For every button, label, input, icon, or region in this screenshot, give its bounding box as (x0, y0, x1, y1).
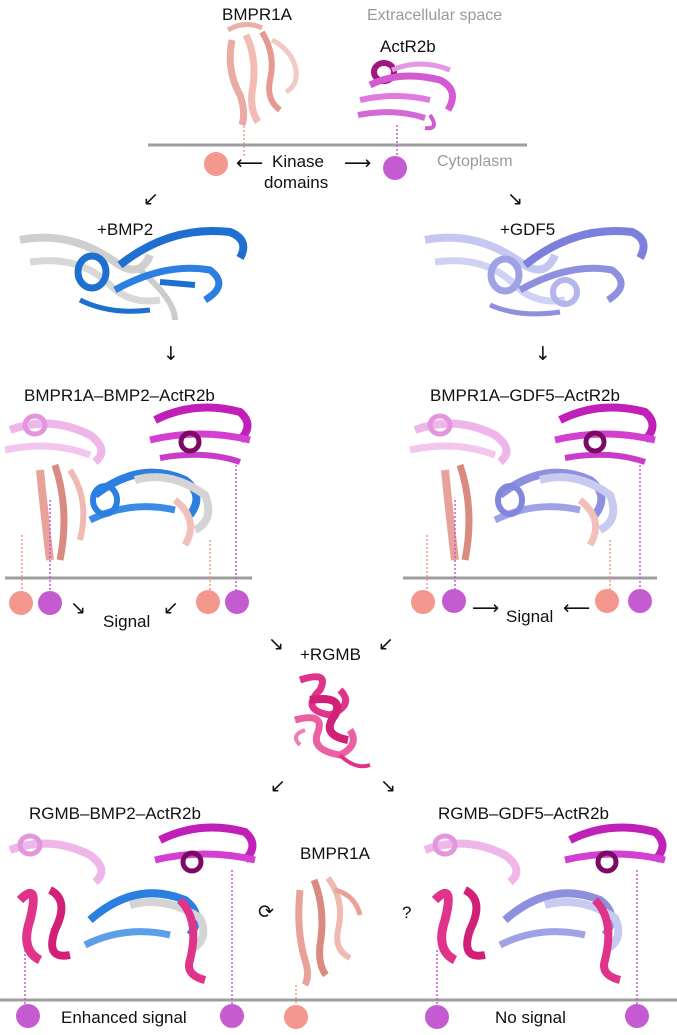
arrow-down-left-icon: ↙ (143, 188, 159, 210)
kinase-right-2 (442, 589, 466, 613)
arrow-rgmb-right-icon: ↙ (378, 633, 394, 655)
bmpr1a-label: BMPR1A (222, 5, 293, 24)
kinase-left-4 (225, 590, 249, 614)
bmp2-structure (19, 226, 248, 321)
arrow-down-left-complex-icon: ↓ (163, 343, 179, 365)
bmpr1a-bmp2-actr2b-complex (4, 403, 252, 561)
kinase-bottom-3 (284, 1005, 308, 1029)
arrow-rgmb-left-icon: ↘ (268, 633, 284, 655)
bmpr1a-gdf5-actr2b-complex (409, 403, 657, 561)
kinase-left-3 (196, 590, 220, 614)
bottom-left-complex-label: RGMB–BMP2–ActR2b (29, 804, 201, 823)
kinase-bottom-4 (425, 1005, 449, 1029)
extracellular-label: Extracellular space (367, 7, 502, 24)
gdf5-label: +GDF5 (500, 220, 555, 239)
rgmb-gdf5-actr2b-complex (423, 823, 667, 984)
enhanced-signal-label: Enhanced signal (61, 1008, 187, 1027)
right-complex-label: BMPR1A–GDF5–ActR2b (430, 386, 620, 405)
actr2b-kinase-domain (383, 156, 407, 180)
arrow-left-icon: ⟵ (236, 152, 263, 174)
arrow-to-signal-left-icon: ↘ (70, 597, 86, 619)
arrow-right-icon: ⟶ (344, 152, 371, 174)
cytoplasm-label: Cytoplasm (437, 153, 513, 170)
bottom-right-complex-label: RGMB–GDF5–ActR2b (438, 804, 609, 823)
free-bmpr1a-structure (295, 876, 363, 987)
arrow-down-right-bottom-icon: ↘ (380, 775, 396, 797)
kinase-bottom-5 (625, 1004, 649, 1028)
no-signal-label: No signal (495, 1008, 566, 1027)
arrow-down-right-icon: ↘ (507, 188, 523, 210)
kinase-bottom-2 (220, 1004, 244, 1028)
question-mark: ? (402, 903, 411, 922)
gdf5-structure (424, 227, 648, 317)
kinase-right-1 (411, 590, 435, 614)
arrow-from-right-right-icon: ⟵ (563, 597, 590, 619)
bmpr1a-kinase-domain (204, 152, 228, 176)
arrow-down-right-complex-icon: ↓ (535, 343, 551, 365)
kinase-bottom-1 (16, 1004, 40, 1028)
signal-right-label: Signal (506, 607, 553, 626)
arrow-down-left-bottom-icon: ↙ (270, 775, 286, 797)
bmp2-label: +BMP2 (97, 220, 153, 239)
actr2b-label: ActR2b (380, 37, 436, 56)
free-bmpr1a-label: BMPR1A (300, 844, 371, 863)
arrow-to-signal-right-icon: ⟶ (472, 597, 499, 619)
kinase-left-2 (38, 591, 62, 615)
kinase-label-line2: domains (264, 173, 328, 192)
cycle-icon: ⟳ (258, 901, 274, 923)
left-complex-label: BMPR1A–BMP2–ActR2b (24, 386, 215, 405)
signal-left-label: Signal (103, 612, 150, 631)
rgmb-label: +RGMB (300, 645, 361, 664)
actr2b-structure (357, 60, 456, 131)
kinase-label-line1: Kinase (272, 152, 324, 171)
rgmb-structure (294, 673, 371, 769)
kinase-right-3 (595, 589, 619, 613)
arrow-from-right-left-icon: ↙ (163, 597, 179, 619)
rgmb-bmp2-actr2b-complex (8, 823, 257, 984)
kinase-right-4 (628, 589, 652, 613)
bmpr1a-structure (226, 22, 299, 127)
kinase-left-1 (9, 591, 33, 615)
